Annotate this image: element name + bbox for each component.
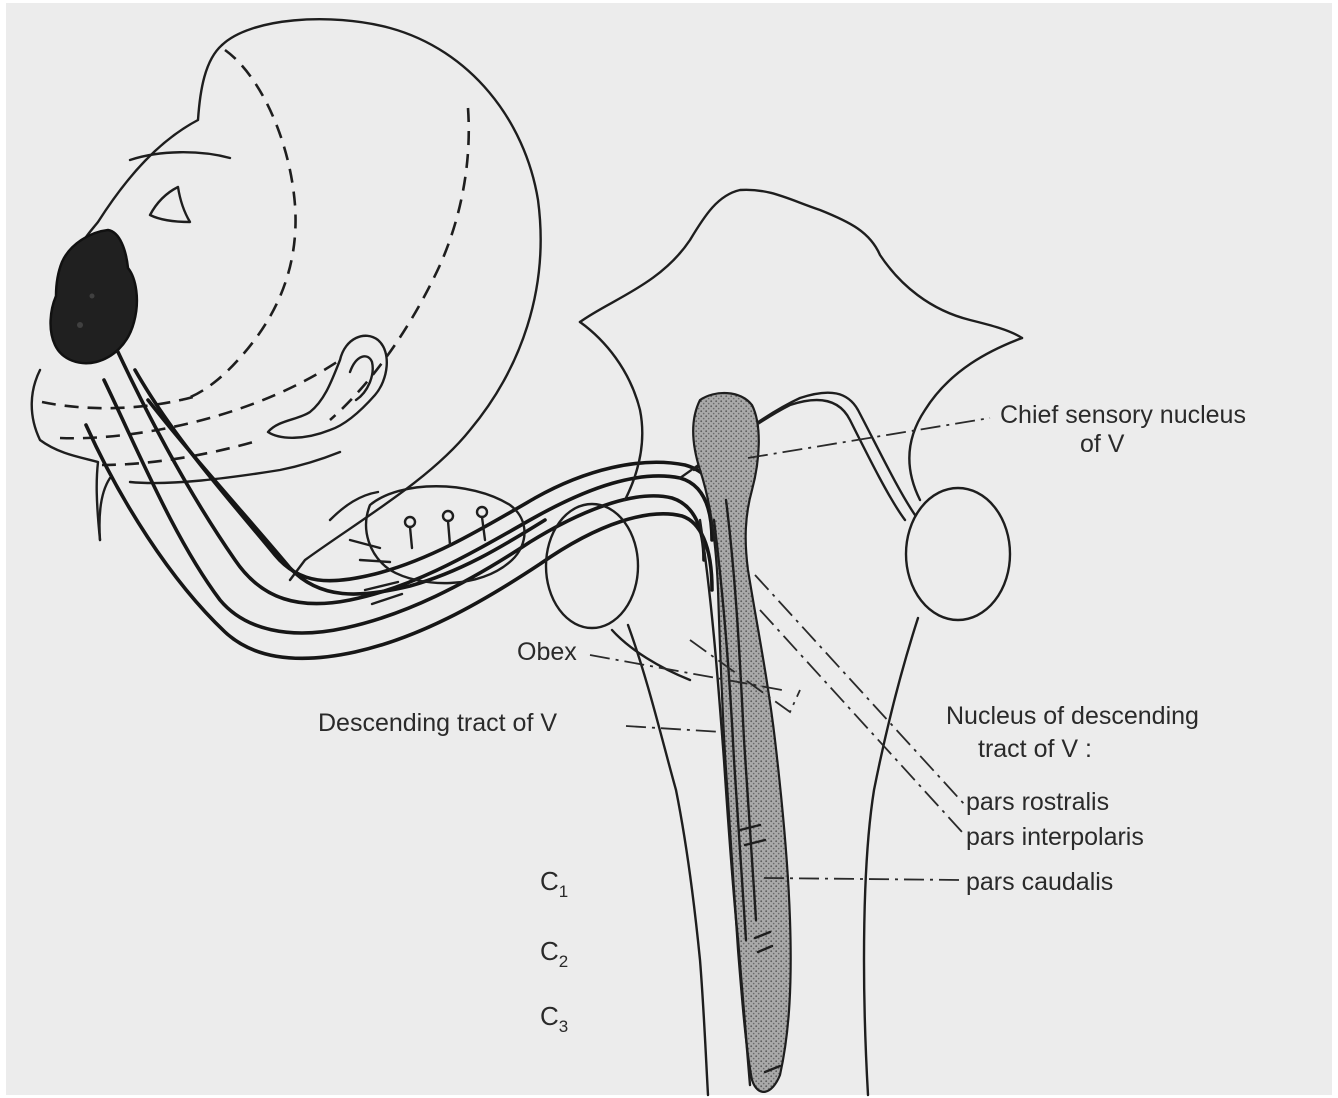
label-pars-caudalis: pars caudalis — [966, 868, 1113, 896]
label-pars-rostralis: pars rostralis — [966, 788, 1109, 816]
segment-c3: C3 — [540, 1001, 568, 1036]
spinal-segment-labels: C1 C2 C3 — [540, 866, 568, 1036]
label-pars-interpolaris: pars interpolaris — [966, 823, 1144, 851]
segment-c2: C2 — [540, 936, 568, 971]
segment-c1: C1 — [540, 866, 568, 901]
label-obex: Obex — [517, 638, 577, 666]
label-chief-sensory-line1: Chief sensory nucleus — [1000, 401, 1246, 429]
ganglion-cells — [405, 507, 487, 548]
trigeminal-nerve-fibers — [86, 352, 915, 658]
label-nucleus-line1: Nucleus of descending — [946, 702, 1199, 730]
label-chief-sensory-line2: of V — [1080, 430, 1125, 458]
label-descending-tract: Descending tract of V — [318, 709, 557, 737]
label-leader-lines — [590, 418, 990, 880]
head-drawing — [32, 19, 541, 580]
label-nucleus-line2: tract of V : — [978, 735, 1092, 763]
